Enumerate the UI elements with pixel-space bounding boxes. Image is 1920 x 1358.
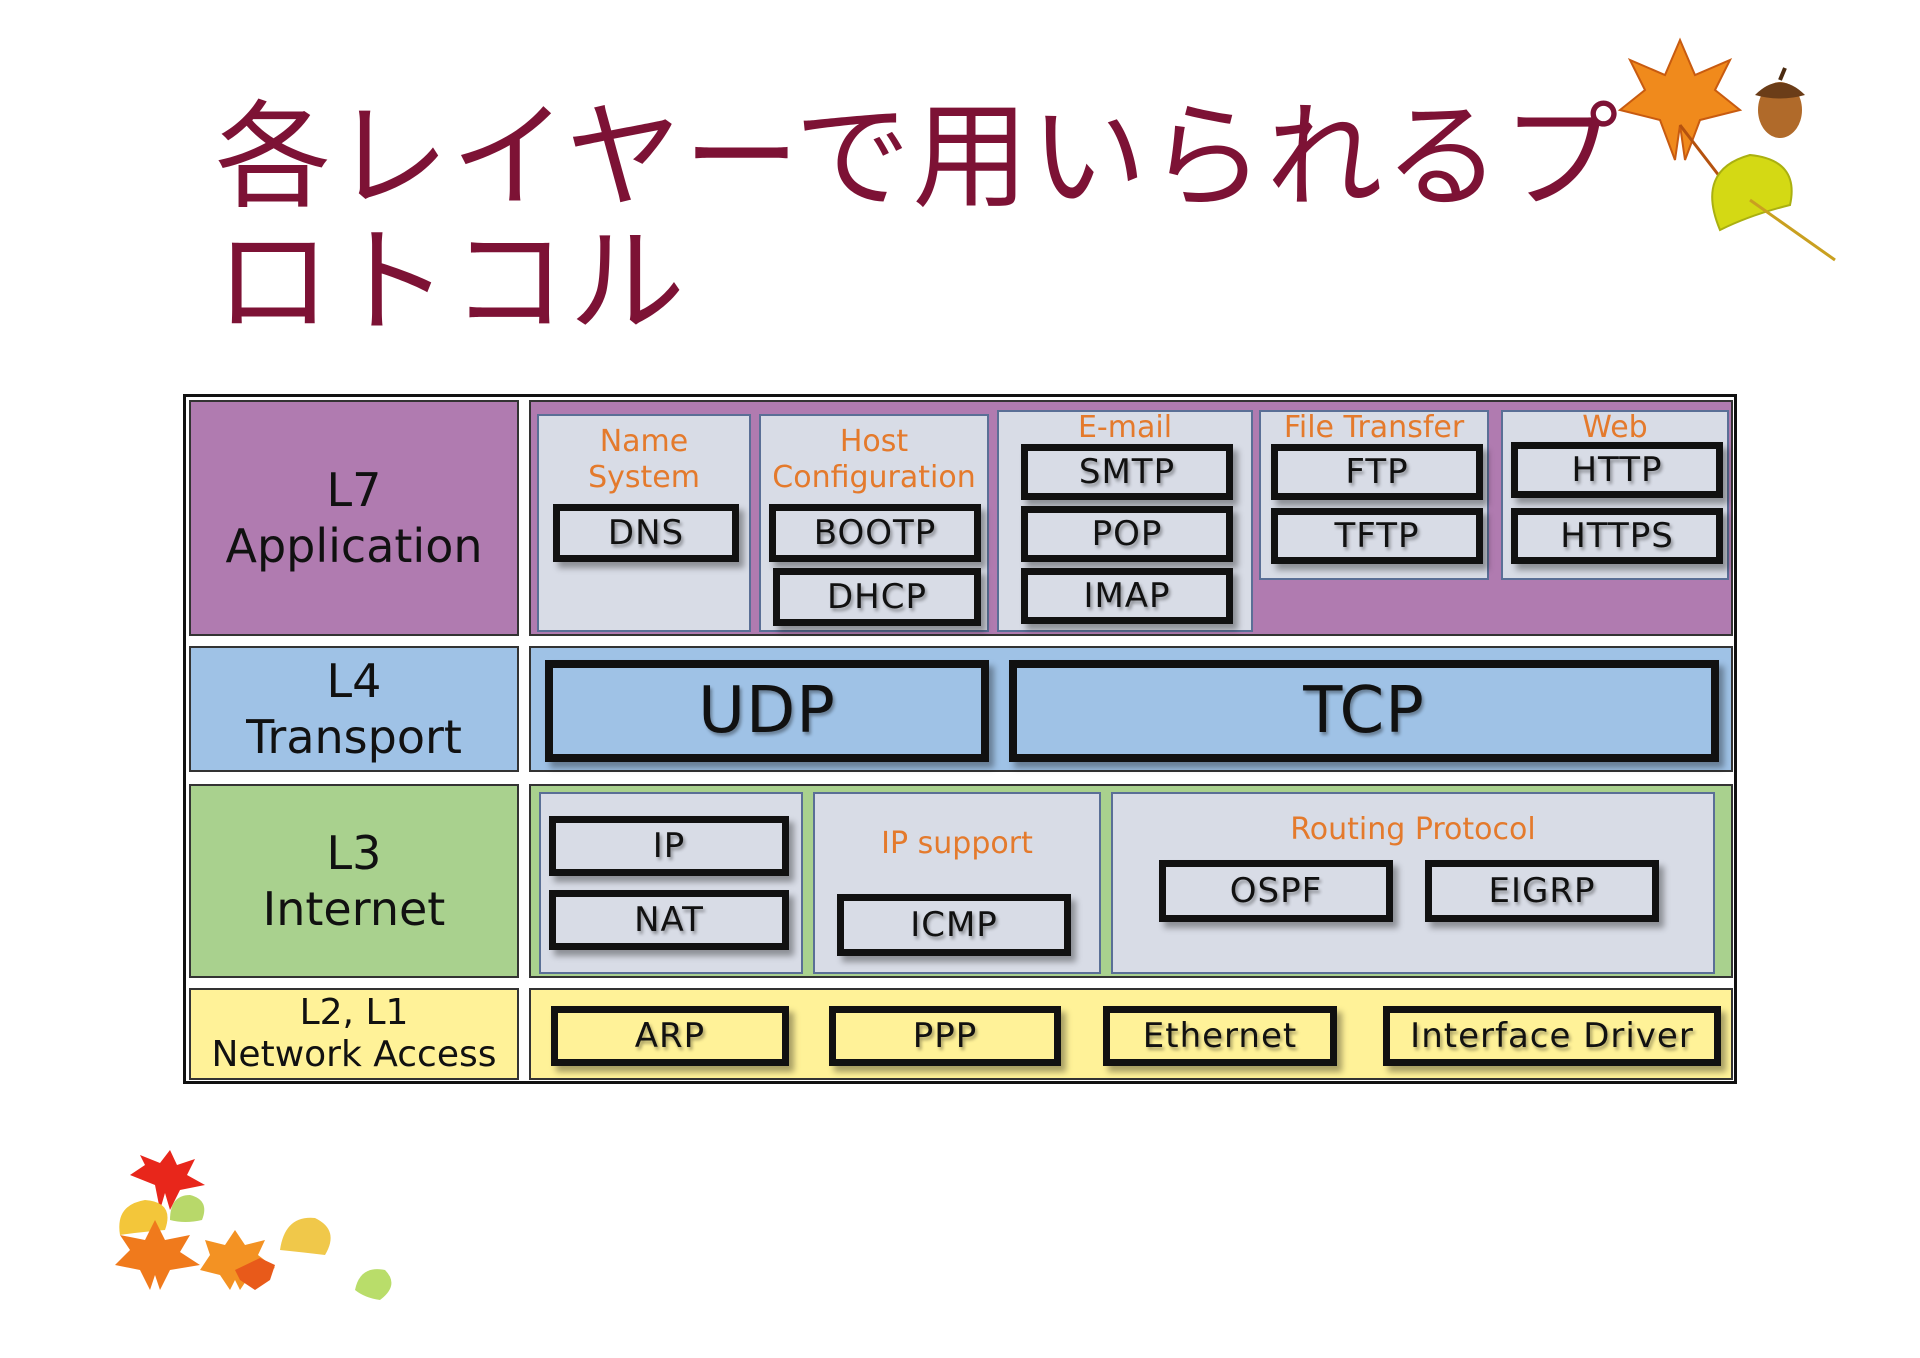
group-ip-core: IP NAT [539, 792, 803, 974]
protocol-https: HTTPS [1511, 508, 1723, 564]
layer-label-l7: L7 Application [189, 400, 519, 636]
protocol-imap: IMAP [1021, 568, 1233, 624]
group-routing-protocol: Routing Protocol OSPF EIGRP [1111, 792, 1715, 974]
layer-body-l2: ARP PPP Ethernet Interface Driver [529, 988, 1733, 1080]
group-web: Web HTTP HTTPS [1501, 410, 1729, 580]
layer-body-l3: IP NAT IP support ICMP Routing Protocol … [529, 784, 1733, 978]
protocol-stack-diagram: L7 Application Name System DNS Host Conf… [183, 394, 1737, 1084]
layer-name: L2, L1 [299, 992, 409, 1033]
group-title: E-mail [1077, 410, 1173, 445]
autumn-leaves-bottom-left-icon [115, 1150, 392, 1300]
protocol-smtp: SMTP [1021, 444, 1233, 500]
protocol-arp: ARP [551, 1006, 789, 1066]
protocol-eigrp: EIGRP [1425, 860, 1659, 922]
layer-label-l3: L3 Internet [189, 784, 519, 978]
layer-desc: Application [225, 519, 483, 573]
protocol-dhcp: DHCP [773, 568, 981, 626]
group-title: File Transfer [1283, 410, 1465, 445]
protocol-dns: DNS [553, 504, 739, 562]
layer-desc: Transport [246, 710, 462, 764]
maple-leaf-icon [1617, 37, 1743, 191]
group-title: Name System [588, 424, 700, 495]
layer-body-l7: Name System DNS Host Configuration BOOTP… [529, 400, 1733, 636]
layer-name: L3 [326, 826, 382, 880]
autumn-leaves-top-right-icon [1617, 37, 1836, 262]
layer-name: L4 [326, 654, 382, 708]
protocol-udp: UDP [545, 660, 989, 762]
group-host-configuration: Host Configuration BOOTP DHCP [759, 414, 989, 632]
layer-desc: Network Access [211, 1034, 497, 1075]
group-file-transfer: File Transfer FTP TFTP [1259, 410, 1489, 580]
page-title: 各レイヤーで用いられるプロトコル [215, 90, 1621, 350]
protocol-tftp: TFTP [1271, 508, 1483, 564]
protocol-interface-driver: Interface Driver [1383, 1006, 1721, 1066]
layer-body-l4: UDP TCP [529, 646, 1733, 772]
layer-label-l4: L4 Transport [189, 646, 519, 772]
group-name-system: Name System DNS [537, 414, 751, 632]
ginkgo-leaf-icon [1711, 153, 1836, 262]
protocol-ftp: FTP [1271, 444, 1483, 500]
group-title: IP support [881, 826, 1033, 861]
maple-leaf-icon [130, 1150, 205, 1210]
protocol-ppp: PPP [829, 1006, 1061, 1066]
acorn-icon [1755, 67, 1805, 138]
layer-name: L7 [326, 463, 382, 517]
protocol-tcp: TCP [1009, 660, 1719, 762]
group-title: Routing Protocol [1290, 812, 1536, 847]
protocol-bootp: BOOTP [769, 504, 981, 562]
group-ip-support: IP support ICMP [813, 792, 1101, 974]
layer-label-l2: L2, L1 Network Access [189, 988, 519, 1080]
group-title: Web [1582, 410, 1648, 445]
protocol-ethernet: Ethernet [1103, 1006, 1337, 1066]
protocol-pop: POP [1021, 506, 1233, 562]
protocol-ospf: OSPF [1159, 860, 1393, 922]
layer-desc: Internet [262, 882, 446, 936]
group-email: E-mail SMTP POP IMAP [997, 410, 1253, 632]
protocol-icmp: ICMP [837, 894, 1071, 956]
protocol-ip: IP [549, 816, 789, 876]
group-title: Host Configuration [772, 424, 976, 495]
maple-leaf-icon [115, 1220, 275, 1290]
protocol-http: HTTP [1511, 442, 1723, 498]
protocol-nat: NAT [549, 890, 789, 950]
